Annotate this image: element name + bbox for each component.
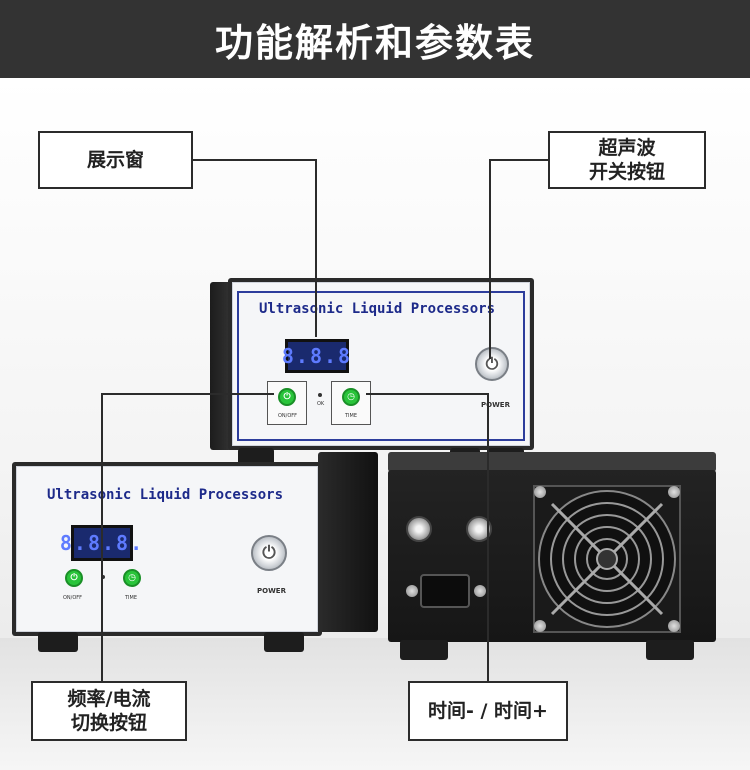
leader-switch-h [490,159,550,161]
rear-round-socket [406,516,432,542]
top-panel-frame [237,291,525,441]
leader-time-v [487,393,489,683]
fan-screw-bl [534,620,546,632]
fan-icon [532,484,682,634]
top-onoff-keybox: ⏻ ON/OFF [267,381,307,425]
left-unit-side [318,452,378,632]
leader-display-v [315,159,317,337]
leader-freq-v [101,393,103,683]
fan-screw-tr [668,486,680,498]
top-time-keybox: ◷ TIME [331,381,371,425]
left-power-label: POWER [257,587,286,595]
rear-foot-left [400,640,448,660]
left-time-label: TIME [125,595,138,601]
top-front-panel: Ultrasonic Liquid Processors 8.8.8 ⏻ ON/… [232,282,530,446]
left-time-button[interactable]: ◷ [123,569,141,587]
rear-inlet-screw-left [406,585,418,597]
top-time-label: TIME [345,413,358,419]
callout-freq-current: 频率/电流 切换按钮 [31,681,187,741]
top-display-window: 8.8.8 [281,339,353,373]
product-stage [0,78,750,770]
left-foot-right [264,632,304,652]
top-status-led [318,393,322,397]
top-power-button[interactable]: ⏻ [475,347,509,381]
top-brand-label: Ultrasonic Liquid Processors [259,301,496,317]
fan-screw-tl [534,486,546,498]
callout-time-buttons: 时间- / 时间+ [408,681,568,741]
leader-freq-h [102,393,274,395]
top-display-value: 8.8.8 [281,344,353,368]
rear-power-inlet [420,574,470,608]
header-banner: 功能解析和参数表 [0,0,750,78]
callout-ultrasonic-switch: 超声波 开关按钮 [548,131,706,189]
rear-unit-body [388,470,716,642]
left-display-value: 8.8.8. [60,531,144,555]
left-power-button[interactable]: ⏻ [251,535,287,571]
left-front-panel: Ultrasonic Liquid Processors 8.8.8. ⏻ ON… [16,466,318,632]
fan-screw-br [668,620,680,632]
rear-inlet-screw-right [474,585,486,597]
left-onoff-button[interactable]: ⏻ [65,569,83,587]
top-unit-body: Ultrasonic Liquid Processors 8.8.8 ⏻ ON/… [228,278,534,450]
left-status-led [101,575,105,579]
leader-display-h [192,159,316,161]
rear-foot-right [646,640,694,660]
leader-switch-v [489,159,491,359]
callout-display-window: 展示窗 [38,131,193,189]
top-time-button[interactable]: ◷ [342,388,360,406]
left-onoff-label: ON/OFF [63,595,83,601]
top-onoff-label: ON/OFF [278,413,298,419]
page-title: 功能解析和参数表 [214,20,535,65]
left-unit-body: Ultrasonic Liquid Processors 8.8.8. ⏻ ON… [12,462,322,636]
left-foot-left [38,632,78,652]
leader-time-h [366,393,488,395]
rear-unit-top [388,452,716,472]
top-onoff-button[interactable]: ⏻ [278,388,296,406]
top-power-label: POWER [481,401,510,409]
left-brand-label: Ultrasonic Liquid Processors [47,487,284,503]
top-ok-label: OK [317,401,325,407]
